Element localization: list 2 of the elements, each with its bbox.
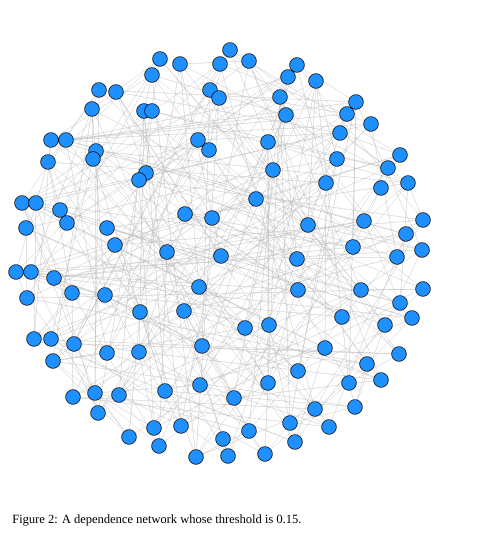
network-drawing <box>8 42 431 465</box>
figure-caption: Figure 2: A dependence network whose threshold is 0.15. <box>12 514 301 526</box>
